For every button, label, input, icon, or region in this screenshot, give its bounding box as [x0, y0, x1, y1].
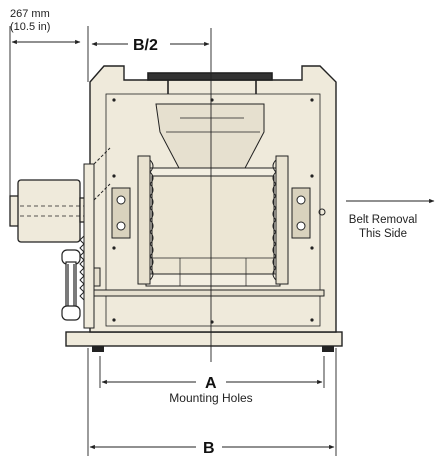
overall-width-label: B	[203, 440, 215, 457]
drum-assembly	[145, 167, 281, 287]
chain-drive	[61, 249, 81, 321]
mounting-width-label: A	[205, 375, 217, 392]
mounting-holes-caption: Mounting Holes	[169, 391, 252, 405]
top-handle	[147, 72, 273, 94]
belt-guide-right	[272, 155, 289, 285]
offset-mm-label: 267 mm	[10, 8, 50, 20]
offset-dimension	[9, 26, 89, 196]
chain-guard	[79, 147, 111, 329]
mounting-width-dimension	[99, 356, 325, 388]
feet	[92, 346, 334, 352]
half-width-label: B/2	[133, 37, 158, 54]
overall-width-dimension	[87, 348, 337, 456]
belt-removal-line2: This Side	[359, 228, 407, 240]
belt-removal-line1: Belt Removal	[349, 214, 417, 226]
drive-motor	[9, 179, 92, 243]
base-plate	[65, 331, 343, 347]
offset-in-label: (10.5 in)	[10, 21, 50, 33]
bearing-right	[291, 187, 311, 239]
belt-guide-left	[137, 155, 154, 285]
rivets	[112, 98, 326, 324]
bearing-left	[111, 187, 131, 239]
